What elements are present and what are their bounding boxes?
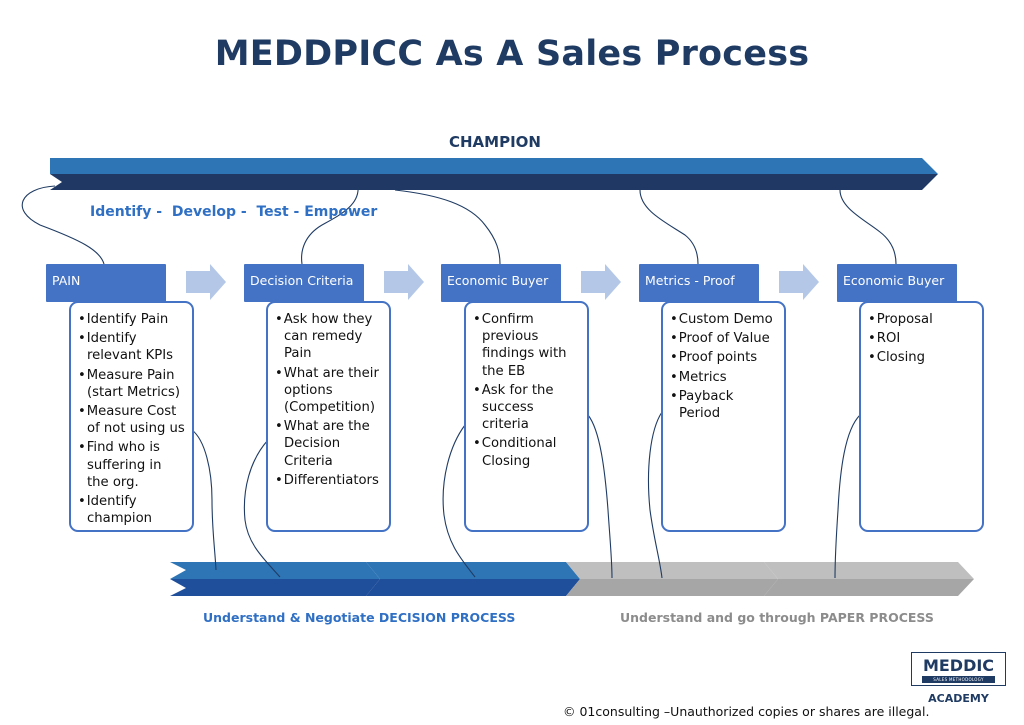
pconn-2 <box>243 439 281 578</box>
meddic-academy-logo: MEDDIC SALES METHODOLOGY ACADEMY <box>911 652 1008 710</box>
stage-header-metrics-proof: Metrics - Proof <box>639 264 759 302</box>
paper-arrow-2b <box>764 579 974 596</box>
list-item: Measure Cost of not using us <box>78 403 186 437</box>
logo-frame: MEDDIC SALES METHODOLOGY <box>911 652 1006 686</box>
stage-arrow-2 <box>384 264 424 300</box>
list-item: Identify Pain <box>78 311 186 328</box>
stage-header-economic-buyer-2: Economic Buyer <box>837 264 957 302</box>
list-item: Proof points <box>670 349 778 366</box>
stage-arrows <box>186 264 819 300</box>
paper-arrow-2a <box>764 562 974 579</box>
paper-arrow-1b <box>566 579 778 596</box>
list-item: Measure Pain (start Metrics) <box>78 367 186 401</box>
stage-arrow-3 <box>581 264 621 300</box>
decision-arrow-1b <box>170 579 380 596</box>
champion-arrow-top <box>50 158 938 174</box>
logo-name: MEDDIC <box>922 656 995 675</box>
champion-label: CHAMPION <box>449 133 541 151</box>
connector-metrics <box>639 189 699 265</box>
stage-header-economic-buyer: Economic Buyer <box>441 264 561 302</box>
connector-economic-buyer <box>394 189 501 265</box>
stage-box-economic-buyer-2: Proposal ROI Closing <box>859 301 984 532</box>
list-item: ROI <box>868 330 976 347</box>
process-connectors <box>191 411 861 579</box>
stage-box-pain: Identify Pain Identify relevant KPIs Mea… <box>69 301 194 532</box>
paper-process-label: Understand and go through PAPER PROCESS <box>620 610 934 625</box>
connector-economic-buyer-2 <box>839 189 897 265</box>
decision-process-label: Understand & Negotiate DECISION PROCESS <box>203 610 516 625</box>
stage-arrow-4 <box>779 264 819 300</box>
page-title: MEDDPICC As A Sales Process <box>214 34 810 74</box>
pconn-6 <box>834 414 861 579</box>
champion-connectors <box>21 185 897 265</box>
decision-arrow-1a <box>170 562 380 579</box>
logo-tagline: SALES METHODOLOGY <box>922 676 995 683</box>
list-item: Confirm previous findings with the EB <box>473 311 581 380</box>
list-item: Proof of Value <box>670 330 778 347</box>
list-item: Proposal <box>868 311 976 328</box>
process-arrows <box>170 562 974 596</box>
stage-box-economic-buyer: Confirm previous findings with the EB As… <box>464 301 589 532</box>
list-item: Ask how they can remedy Pain <box>275 311 383 363</box>
pconn-5 <box>647 411 663 579</box>
paper-arrow-1a <box>566 562 778 579</box>
list-item: Closing <box>868 349 976 366</box>
copyright-notice: © 01consulting –Unauthorized copies or s… <box>563 704 930 719</box>
pconn-3 <box>442 424 476 578</box>
decision-arrow-2b <box>366 579 580 596</box>
list-item: Identify champion <box>78 493 186 527</box>
stage-header-decision-criteria: Decision Criteria <box>244 264 364 302</box>
champion-arrow-bottom <box>50 174 938 190</box>
logo-academy: ACADEMY <box>928 692 989 705</box>
champion-subtitle: Identify - Develop - Test - Empower <box>90 204 378 220</box>
connector-decision-criteria <box>301 185 359 265</box>
decision-arrow-2a <box>366 562 580 579</box>
stage-header-pain: PAIN <box>46 264 166 302</box>
list-item: Ask for the success criteria <box>473 382 581 434</box>
list-item: Custom Demo <box>670 311 778 328</box>
champion-arrow <box>50 158 938 190</box>
list-item: What are the Decision Criteria <box>275 418 383 470</box>
stage-arrow-1 <box>186 264 226 300</box>
list-item: Identify relevant KPIs <box>78 330 186 364</box>
list-item: What are their options (Competition) <box>275 365 383 417</box>
list-item: Find who is suffering in the org. <box>78 439 186 491</box>
list-item: Payback Period <box>670 388 778 422</box>
stage-box-decision-criteria: Ask how they can remedy Pain What are th… <box>266 301 391 532</box>
connector-pain <box>21 185 105 265</box>
list-item: Metrics <box>670 369 778 386</box>
stage-box-metrics-proof: Custom Demo Proof of Value Proof points … <box>661 301 786 532</box>
list-item: Differentiators <box>275 472 383 489</box>
list-item: Conditional Closing <box>473 435 581 469</box>
pconn-1 <box>191 429 217 571</box>
pconn-4 <box>587 414 613 579</box>
